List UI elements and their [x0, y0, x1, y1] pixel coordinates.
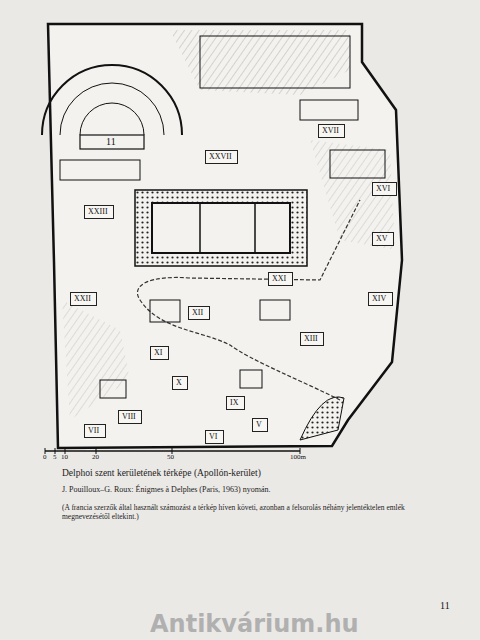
monument-number: XXI [272, 274, 286, 283]
monument-box: V [252, 418, 268, 432]
monument-number: XXIII [88, 207, 108, 216]
scale-number: 100m [290, 453, 306, 461]
monument-number: XXII [74, 294, 91, 303]
monument-number: XXVII [209, 152, 232, 161]
monument-number: XI [154, 348, 162, 357]
monument-number: IX [230, 398, 238, 407]
scale-number: 0 [43, 453, 47, 461]
note-text: (A francia szerzők által használt számoz… [62, 503, 422, 521]
monument-number: XIII [304, 334, 318, 343]
monument-number: VIII [122, 412, 136, 421]
monument-number: XVI [376, 184, 390, 193]
monument-box: XI [150, 346, 169, 360]
monument-box: XIII [300, 332, 324, 346]
monument-box: VII [84, 424, 106, 438]
monument-box: XII [188, 306, 210, 320]
theatre [42, 65, 182, 149]
monument-box: IX [226, 396, 245, 410]
temple-cella [152, 203, 290, 253]
monument-box: XXVII [205, 150, 238, 164]
scale-number: 10 [61, 453, 68, 461]
apollo-temple [135, 190, 307, 266]
precinct-wall [48, 24, 402, 448]
monument-number: VII [88, 426, 99, 435]
monument-box: XXII [70, 292, 97, 306]
monument-box: XIV [368, 292, 393, 306]
monument-number: V [256, 420, 262, 429]
monument-box: VI [205, 430, 224, 444]
monument-number: VI [209, 432, 217, 441]
sacred-way [137, 200, 360, 400]
scale-number: 20 [92, 453, 99, 461]
source-note: J. Pouilloux–G. Roux: Énigmes à Delphes … [62, 485, 270, 495]
monument-number: XV [376, 234, 388, 243]
scale-number: 5 [53, 453, 57, 461]
map-title: Delphoi szent kerületének térképe (Apoll… [62, 468, 261, 478]
watermark: Antikvárium.hu [150, 610, 359, 639]
monument-box: VIII [118, 410, 142, 424]
terrace-hatching [62, 300, 130, 420]
monument-box: X [172, 376, 188, 390]
page-number: 11 [440, 600, 450, 612]
monument-box: XVII [318, 124, 345, 138]
lesche [200, 36, 350, 88]
scale-number: 50 [167, 453, 174, 461]
terrace-hatching [170, 30, 350, 95]
monument-number: XIV [372, 294, 386, 303]
monument-box: XV [372, 232, 394, 246]
monument-number: XVII [322, 126, 339, 135]
theatre-number: 11 [104, 136, 118, 148]
monument-box: XXIII [84, 205, 114, 219]
monument-number: X [176, 378, 182, 387]
monument-box: XVI [372, 182, 397, 196]
stoa-athenians [300, 397, 344, 440]
monument-number: XII [192, 308, 203, 317]
monument-box: XXI [268, 272, 293, 286]
